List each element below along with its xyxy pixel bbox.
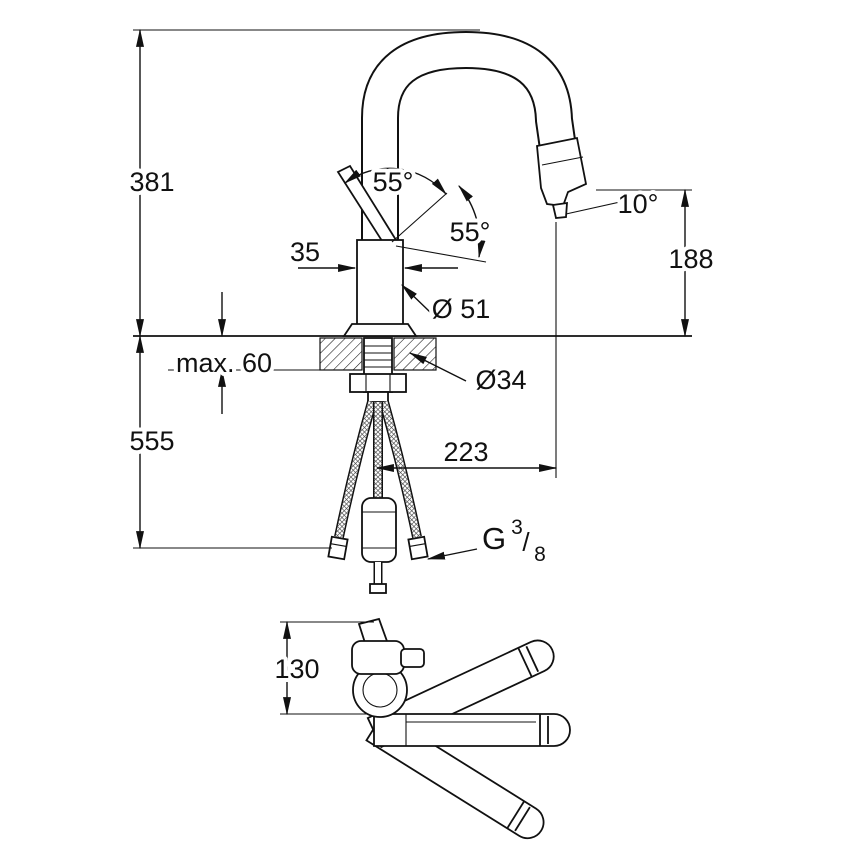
dim-outlet-height: 188 [664,188,718,338]
dim-label-max60: max. 60 [176,348,272,378]
mounting-shank [349,337,407,403]
dim-body-diameter: Ø 51 [401,284,494,328]
dim-label-130: 130 [274,654,319,684]
connector-right-seam [409,543,426,547]
dim-label-381: 381 [129,167,174,197]
hose-weight [361,497,397,594]
spout-tube-fill [363,32,575,242]
plan-handle [351,640,405,675]
base-escutcheon [342,323,418,337]
weight-tail-cap [369,583,387,594]
faucet-body [356,239,404,326]
connector-left [327,535,349,561]
dim-body-offset: 35 [286,233,458,273]
hose-connectors [327,535,429,561]
swivel-arc-lower [458,185,486,259]
dim-label-10deg: 10° [618,189,659,219]
dim-label-dia51: Ø 51 [432,294,491,324]
thread-label-slash: / [522,527,530,557]
dim-max-counter: max. 60 [168,292,320,414]
mounting-nut [349,373,407,393]
spray-head-body [536,136,588,207]
dim-label-55-upper: 55° [373,167,414,197]
spray-axis-line [565,193,657,215]
dim-handle-swivel: 55° 55° [343,163,494,263]
dim-spray-angle: 10° [565,185,692,223]
leader-g38 [426,548,478,560]
pullout-spray-head [536,136,588,219]
hose-collar [367,391,389,403]
thread-label-denominator: 8 [534,543,546,566]
dim-total-height: 381 [125,28,480,338]
dim-label-188: 188 [668,244,713,274]
dim-label-dia34: Ø34 [475,365,526,395]
spray-head-seam [541,156,584,166]
side-view [133,30,692,594]
dim-swivel-height: 130 [270,620,374,716]
dim-label-223: 223 [443,437,488,467]
thread-label-g: G [482,521,506,556]
plan-handle-knob [400,648,425,668]
countertop-section [319,337,437,371]
plan-view [351,617,571,846]
connector-right [407,535,429,561]
dim-label-35: 35 [290,237,320,267]
leader-dia34 [408,352,467,382]
swivel-line-mid [391,192,448,243]
weight-body [361,497,397,563]
swivel-line-low [395,245,487,263]
dim-thread-size: G 3 / 8 [426,512,550,570]
dim-label-555: 555 [129,426,174,456]
counter-hatch-right [393,337,437,371]
swivel-arc-upper [343,167,447,195]
dim-label-55-lower: 55° [450,217,491,247]
dim-hole-diameter: Ø34 [408,352,531,399]
counter-hatch-left [319,337,363,371]
connector-left-seam [330,543,347,547]
spout-position-straight [373,713,571,747]
dimensions: 381 555 max. 60 35 55° 55° [125,28,718,716]
spray-nozzle [551,201,568,219]
thread-label-numerator: 3 [511,516,523,539]
leader-dia51 [401,284,431,313]
dim-spout-reach: 223 [375,222,558,478]
dim-below-deck: 555 [125,334,332,550]
